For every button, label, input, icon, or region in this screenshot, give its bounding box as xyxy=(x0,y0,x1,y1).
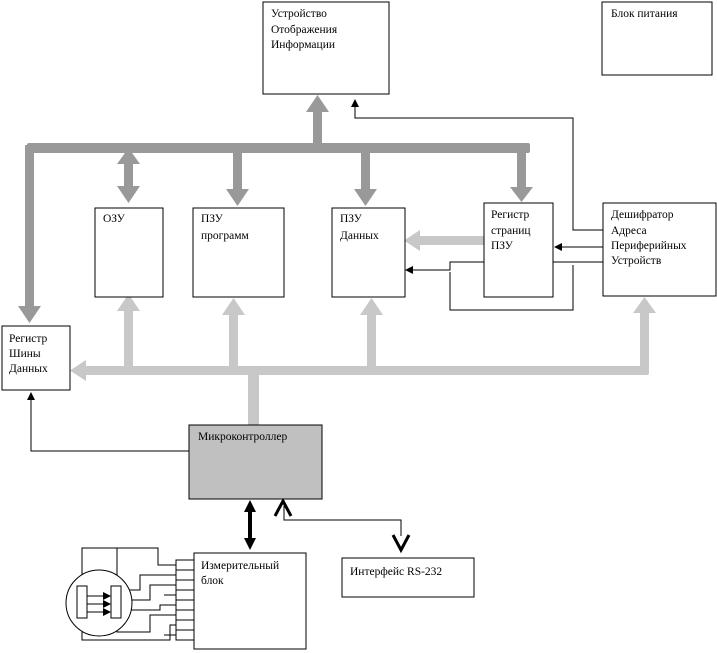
data-register-label: Регистр Шины Данных xyxy=(9,333,50,375)
ram-block: ОЗУ xyxy=(94,207,164,298)
display-label: Устройство Отображения Информации xyxy=(271,8,340,51)
sensor-icon xyxy=(65,569,133,637)
data-rom-block: ПЗУ Данных xyxy=(331,207,406,298)
address-bus xyxy=(70,230,656,426)
rs232-label: Интерфейс RS-232 xyxy=(350,566,442,578)
page-register-label: Регистр страниц ПЗУ xyxy=(491,209,533,252)
program-rom-block: ПЗУ программ xyxy=(192,207,285,298)
control-lines xyxy=(27,99,603,536)
ram-label: ОЗУ xyxy=(103,213,126,225)
rs232-block: Интерфейс RS-232 xyxy=(341,557,475,598)
page-register-block: Регистр страниц ПЗУ xyxy=(483,202,554,298)
rs232-up-chevron-icon xyxy=(273,497,293,517)
data-bus xyxy=(18,95,533,323)
connector-pins xyxy=(175,559,195,641)
program-rom-label: ПЗУ программ xyxy=(201,213,250,242)
decoder-block: Дешифратор Адреса Периферийных Устройств xyxy=(602,202,717,297)
measure-block: Измерительный блок xyxy=(193,552,307,650)
rs232-down-chevron-icon xyxy=(391,534,411,554)
mcu-block: Микроконтроллер xyxy=(188,424,323,500)
measure-link-arrow xyxy=(244,500,256,550)
data-rom-label: ПЗУ Данных xyxy=(340,213,379,242)
data-register-block: Регистр Шины Данных xyxy=(1,325,71,391)
measure-label: Измерительный блок xyxy=(201,560,282,587)
power-block: Блок питания xyxy=(601,1,713,76)
display-block: Устройство Отображения Информации xyxy=(262,1,390,95)
mcu-label: Микроконтроллер xyxy=(198,431,287,443)
power-label: Блок питания xyxy=(611,8,678,20)
decoder-label: Дешифратор Адреса Периферийных Устройств xyxy=(611,209,689,267)
